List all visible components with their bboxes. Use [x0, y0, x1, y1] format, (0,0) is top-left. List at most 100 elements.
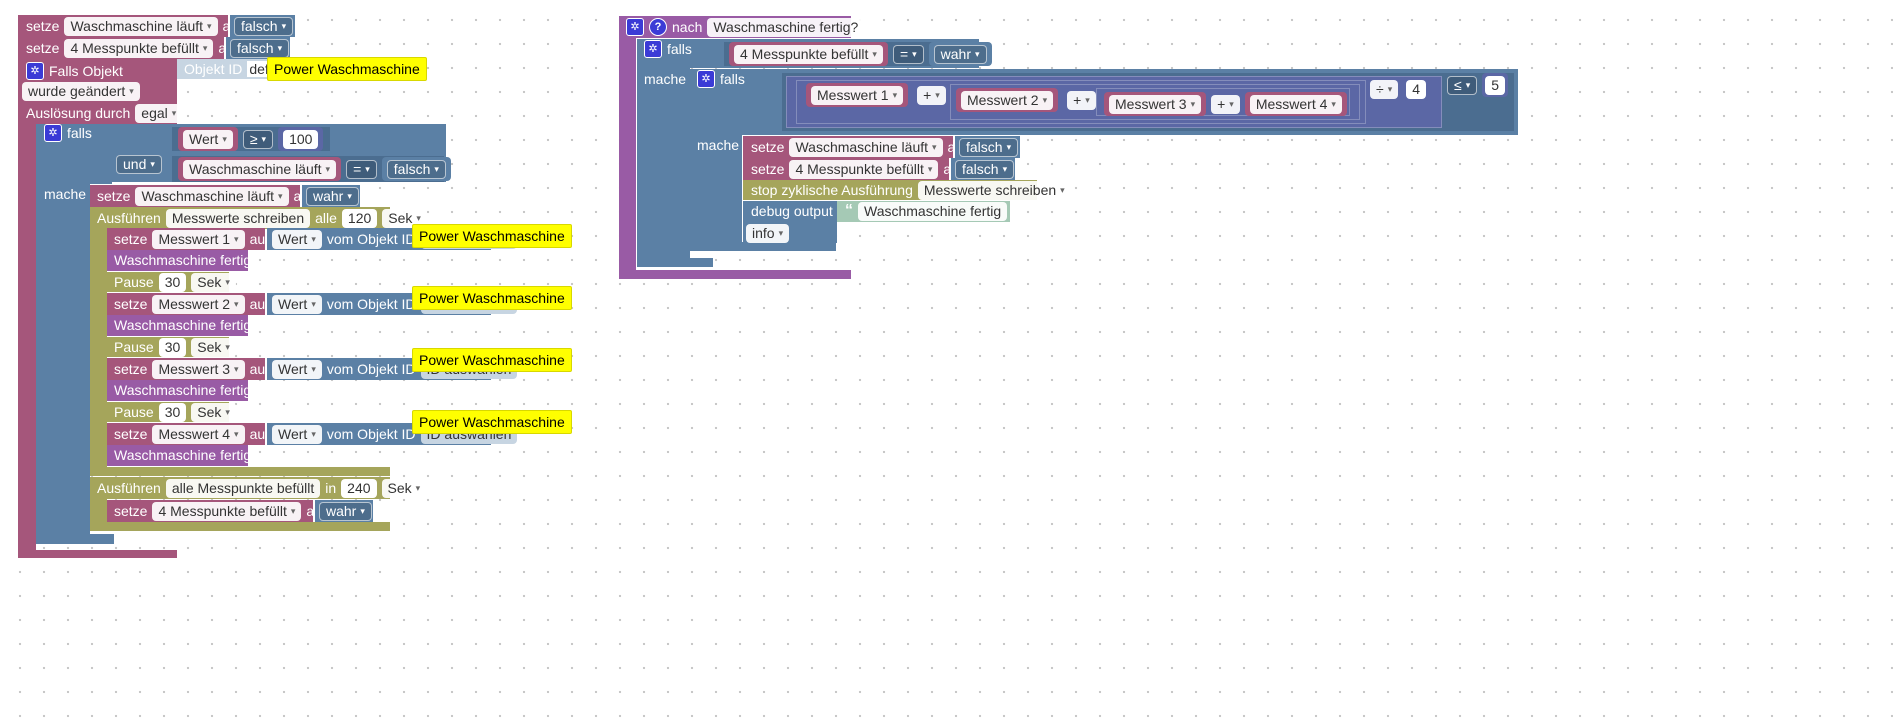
bool-dropdown-wahr[interactable]: wahr▾: [933, 44, 987, 64]
mw4-var-block[interactable]: Messwert 4▾: [1244, 92, 1347, 116]
unit-sek-dropdown[interactable]: Sek▾: [191, 337, 236, 357]
setze-label: setze: [97, 188, 131, 204]
objekt-id-label: Objekt ID: [184, 61, 243, 77]
var-dropdown-mw2[interactable]: Messwert 2▾: [152, 294, 245, 314]
var-dropdown-mw4[interactable]: Messwert 4▾: [152, 424, 245, 444]
wert-dropdown[interactable]: Wert▾: [272, 359, 322, 379]
var-dropdown-wm-laeuft[interactable]: Waschmaschine läuft▾: [64, 16, 218, 36]
bool-dropdown-falsch[interactable]: falsch▾: [955, 159, 1015, 179]
chevron-down-icon: ▾: [1060, 184, 1065, 195]
falls-label: falls: [720, 71, 745, 87]
wert-block[interactable]: Wert▾: [178, 127, 238, 151]
schedule-name-field[interactable]: Messwerte schreiben: [165, 208, 311, 228]
call-wm-fertig-block-4[interactable]: [107, 445, 248, 466]
bool-falsch-block-2[interactable]: [226, 37, 290, 59]
var-dropdown-mw3[interactable]: Messwert 3▾: [152, 359, 245, 379]
mw1-row: Messwert 1▾ +▾: [806, 82, 946, 108]
var-dropdown-mw3[interactable]: Messwert 3▾: [1109, 94, 1202, 114]
gear-icon[interactable]: ✲: [26, 62, 44, 80]
bool-falsch-block-3[interactable]: [955, 136, 1020, 158]
debug-text-field[interactable]: Waschmaschine fertig: [858, 201, 1008, 221]
pause-30-field[interactable]: 30: [158, 272, 187, 292]
call-wm-fertig-block-3[interactable]: [107, 380, 248, 401]
bool-falsch-block-4[interactable]: [951, 158, 1015, 180]
unit-sek-dropdown[interactable]: Sek▾: [191, 272, 236, 292]
wert-dropdown[interactable]: Wert▾: [272, 294, 322, 314]
wm-laeuft-var-block[interactable]: Waschmaschine läuft▾: [178, 157, 342, 181]
operator-plus-dropdown-3[interactable]: +▾: [1211, 94, 1240, 114]
comment-power-5[interactable]: Power Waschmaschine: [412, 410, 572, 434]
bool-dropdown-falsch[interactable]: falsch▾: [234, 16, 294, 36]
var-dropdown-wm-laeuft[interactable]: Waschmaschine läuft▾: [183, 159, 337, 179]
und-dropdown[interactable]: und▾: [116, 154, 162, 174]
number-block-5[interactable]: 5: [1482, 73, 1509, 97]
gear-icon[interactable]: ✲: [644, 40, 662, 58]
egal-dropdown[interactable]: egal▾: [135, 103, 183, 123]
bool-dropdown-falsch[interactable]: falsch▾: [386, 159, 446, 179]
operator-plus-dropdown-1[interactable]: +▾: [917, 85, 946, 105]
wert-dropdown[interactable]: Wert▾: [272, 229, 322, 249]
operator-le-dropdown[interactable]: ≤▾: [1447, 75, 1478, 95]
timeout-name-field[interactable]: alle Messpunkte befüllt: [165, 478, 321, 498]
var-dropdown-wm-laeuft[interactable]: Waschmaschine läuft▾: [135, 186, 289, 206]
mw2-var-block[interactable]: Messwert 2▾: [956, 88, 1059, 112]
number-block-100[interactable]: 100: [278, 127, 324, 151]
bool-falsch-block-1[interactable]: [230, 15, 295, 37]
operator-ge-dropdown[interactable]: ≥▾: [242, 129, 274, 149]
number-100[interactable]: 100: [283, 129, 319, 149]
stop-schedule-dropdown[interactable]: Messwerte schreiben▾: [917, 180, 1071, 200]
unit-sek-dropdown[interactable]: Sek▾: [191, 402, 236, 422]
trigger-spine: [18, 125, 36, 550]
var-dropdown-mw4[interactable]: Messwert 4▾: [1249, 94, 1342, 114]
gear-icon[interactable]: ✲: [697, 70, 715, 88]
number-4[interactable]: 4: [1406, 79, 1427, 99]
messpunkte-var-block[interactable]: 4 Messpunkte befüllt▾: [729, 42, 888, 66]
interval-120-field[interactable]: 120: [341, 208, 378, 228]
call-wm-fertig-block-2[interactable]: [107, 315, 248, 336]
help-icon[interactable]: ?: [649, 18, 667, 36]
var-dropdown-messpunkte[interactable]: 4 Messpunkte befüllt▾: [152, 501, 302, 521]
bool-wahr-block-2[interactable]: [315, 500, 373, 522]
var-dropdown-mw2[interactable]: Messwert 2▾: [961, 90, 1054, 110]
var-dropdown-wm-laeuft[interactable]: Waschmaschine läuft▾: [789, 137, 943, 157]
comment-power-3[interactable]: Power Waschmaschine: [412, 286, 572, 310]
gear-icon[interactable]: ✲: [626, 18, 644, 36]
number-block-4[interactable]: 4: [1403, 77, 1430, 101]
chevron-down-icon: ▾: [225, 276, 230, 287]
schedule-row: Ausführen Messwerte schreiben alle 120 S…: [97, 205, 427, 231]
log-level-dropdown[interactable]: info▾: [746, 223, 790, 243]
var-dropdown-messpunkte[interactable]: 4 Messpunkte befüllt▾: [789, 159, 939, 179]
unit-sek-dropdown[interactable]: Sek▾: [381, 478, 427, 498]
operator-plus-dropdown-2[interactable]: +▾: [1067, 90, 1096, 110]
var-dropdown-mw1[interactable]: Messwert 1▾: [152, 229, 245, 249]
unit-sek-dropdown[interactable]: Sek▾: [382, 208, 427, 228]
mw1-var-block[interactable]: Messwert 1▾: [806, 83, 909, 107]
wert-dropdown[interactable]: Wert▾: [183, 129, 233, 149]
wert-dropdown[interactable]: Wert▾: [272, 424, 322, 444]
comment-power-1[interactable]: Power Waschmaschine: [267, 57, 427, 81]
comment-power-2[interactable]: Power Waschmaschine: [412, 224, 572, 248]
bool-wahr-block-1[interactable]: [302, 185, 360, 207]
operator-eq-dropdown[interactable]: =▾: [892, 44, 924, 64]
gear-icon[interactable]: ✲: [44, 124, 62, 142]
var-dropdown-messpunkte[interactable]: 4 Messpunkte befüllt▾: [734, 44, 883, 64]
var-dropdown-mw1[interactable]: Messwert 1▾: [811, 85, 904, 105]
operator-div-dropdown[interactable]: ÷▾: [1370, 79, 1399, 99]
pause-30-field[interactable]: 30: [158, 337, 187, 357]
mw3-var-block[interactable]: Messwert 3▾: [1104, 92, 1207, 116]
bool-falsch-block[interactable]: falsch▾: [381, 157, 451, 181]
var-dropdown-messpunkte[interactable]: 4 Messpunkte befüllt▾: [64, 38, 214, 58]
number-5[interactable]: 5: [1485, 75, 1506, 95]
bool-wahr-block[interactable]: wahr▾: [928, 42, 992, 66]
bool-dropdown-wahr[interactable]: wahr▾: [319, 501, 372, 521]
bool-dropdown-wahr[interactable]: wahr▾: [306, 186, 359, 206]
procedure-name-field[interactable]: Waschmaschine fertig?: [707, 17, 865, 37]
comment-power-4[interactable]: Power Waschmaschine: [412, 348, 572, 372]
timeout-240-field[interactable]: 240: [341, 478, 377, 498]
wurde-geaendert-dropdown[interactable]: wurde geändert▾: [22, 81, 140, 101]
call-wm-fertig-block-1[interactable]: [107, 250, 248, 271]
bool-dropdown-falsch[interactable]: falsch▾: [230, 38, 290, 58]
bool-dropdown-falsch[interactable]: falsch▾: [959, 137, 1019, 157]
operator-eq-dropdown[interactable]: =▾: [346, 159, 377, 179]
pause-30-field[interactable]: 30: [158, 402, 187, 422]
